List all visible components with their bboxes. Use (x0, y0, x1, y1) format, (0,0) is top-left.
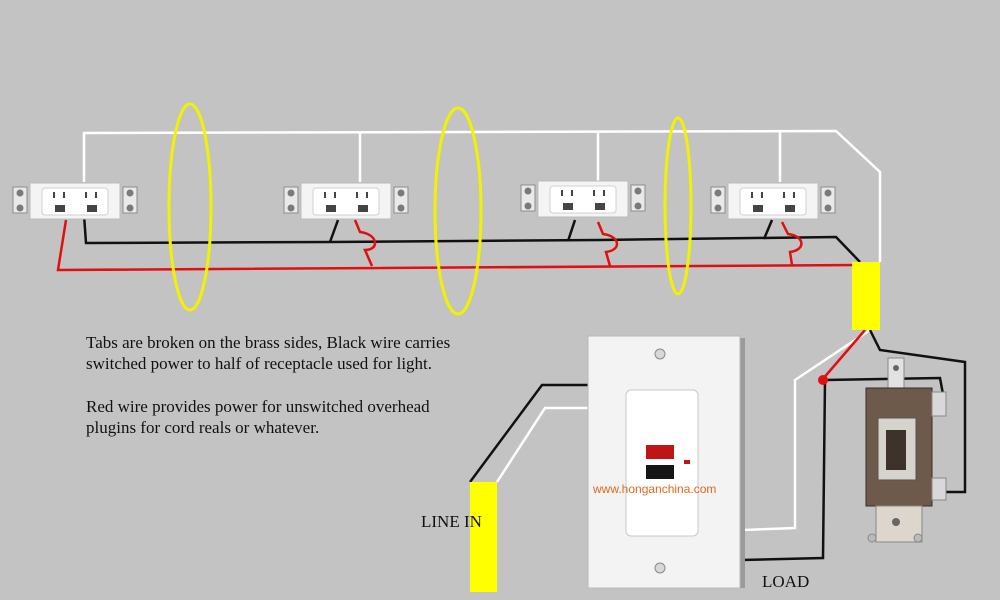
gfci-reset-button (646, 465, 674, 479)
gfci-outlet (587, 335, 745, 589)
neutral-to-gfci-load (741, 328, 871, 532)
loop-marker-1 (167, 102, 213, 312)
neutral-main-run (82, 129, 882, 262)
hot-wires (82, 214, 967, 562)
red-tap-4 (780, 221, 803, 266)
red-main-run (56, 219, 859, 272)
junction-block-top (852, 262, 880, 330)
red-tap-2 (353, 219, 377, 267)
receptacle-3 (520, 180, 646, 218)
watermark: www.honganchina.com (593, 482, 717, 496)
note-red-wire: Red wire provides power for unswitched o… (86, 397, 430, 416)
hot-to-gfci-load (741, 379, 827, 562)
gfci-test-button (646, 445, 674, 459)
receptacle-2 (283, 182, 409, 220)
hot-line-in (468, 383, 588, 483)
hot-tap-3 (566, 219, 577, 242)
line-in-label: LINE IN (421, 512, 482, 531)
unswitched-wires (56, 219, 866, 381)
receptacle-1 (12, 182, 138, 220)
toggle-switch (865, 357, 947, 543)
neutral-wires (82, 129, 882, 532)
note-plugins: plugins for cord reals or whatever. (86, 418, 320, 437)
loop-markers (167, 102, 693, 316)
red-to-switch (821, 329, 866, 381)
hot-to-switch-bottom (868, 329, 967, 494)
load-label: LOAD (762, 572, 810, 591)
neutral-line-in (495, 406, 588, 483)
hot-tap-4 (762, 219, 774, 240)
note-tabs-broken: Tabs are broken on the brass sides, Blac… (86, 333, 451, 352)
receptacle-4 (710, 182, 836, 220)
note-switched-power: switched power to half of receptacle use… (86, 354, 433, 373)
line-in-junction (470, 482, 497, 592)
loop-marker-2 (433, 106, 483, 316)
red-tap-3 (596, 221, 619, 267)
hot-tap-2 (328, 219, 340, 243)
hot-main-run (82, 214, 861, 263)
red-splice-dot (818, 375, 828, 385)
loop-marker-3 (663, 116, 693, 296)
